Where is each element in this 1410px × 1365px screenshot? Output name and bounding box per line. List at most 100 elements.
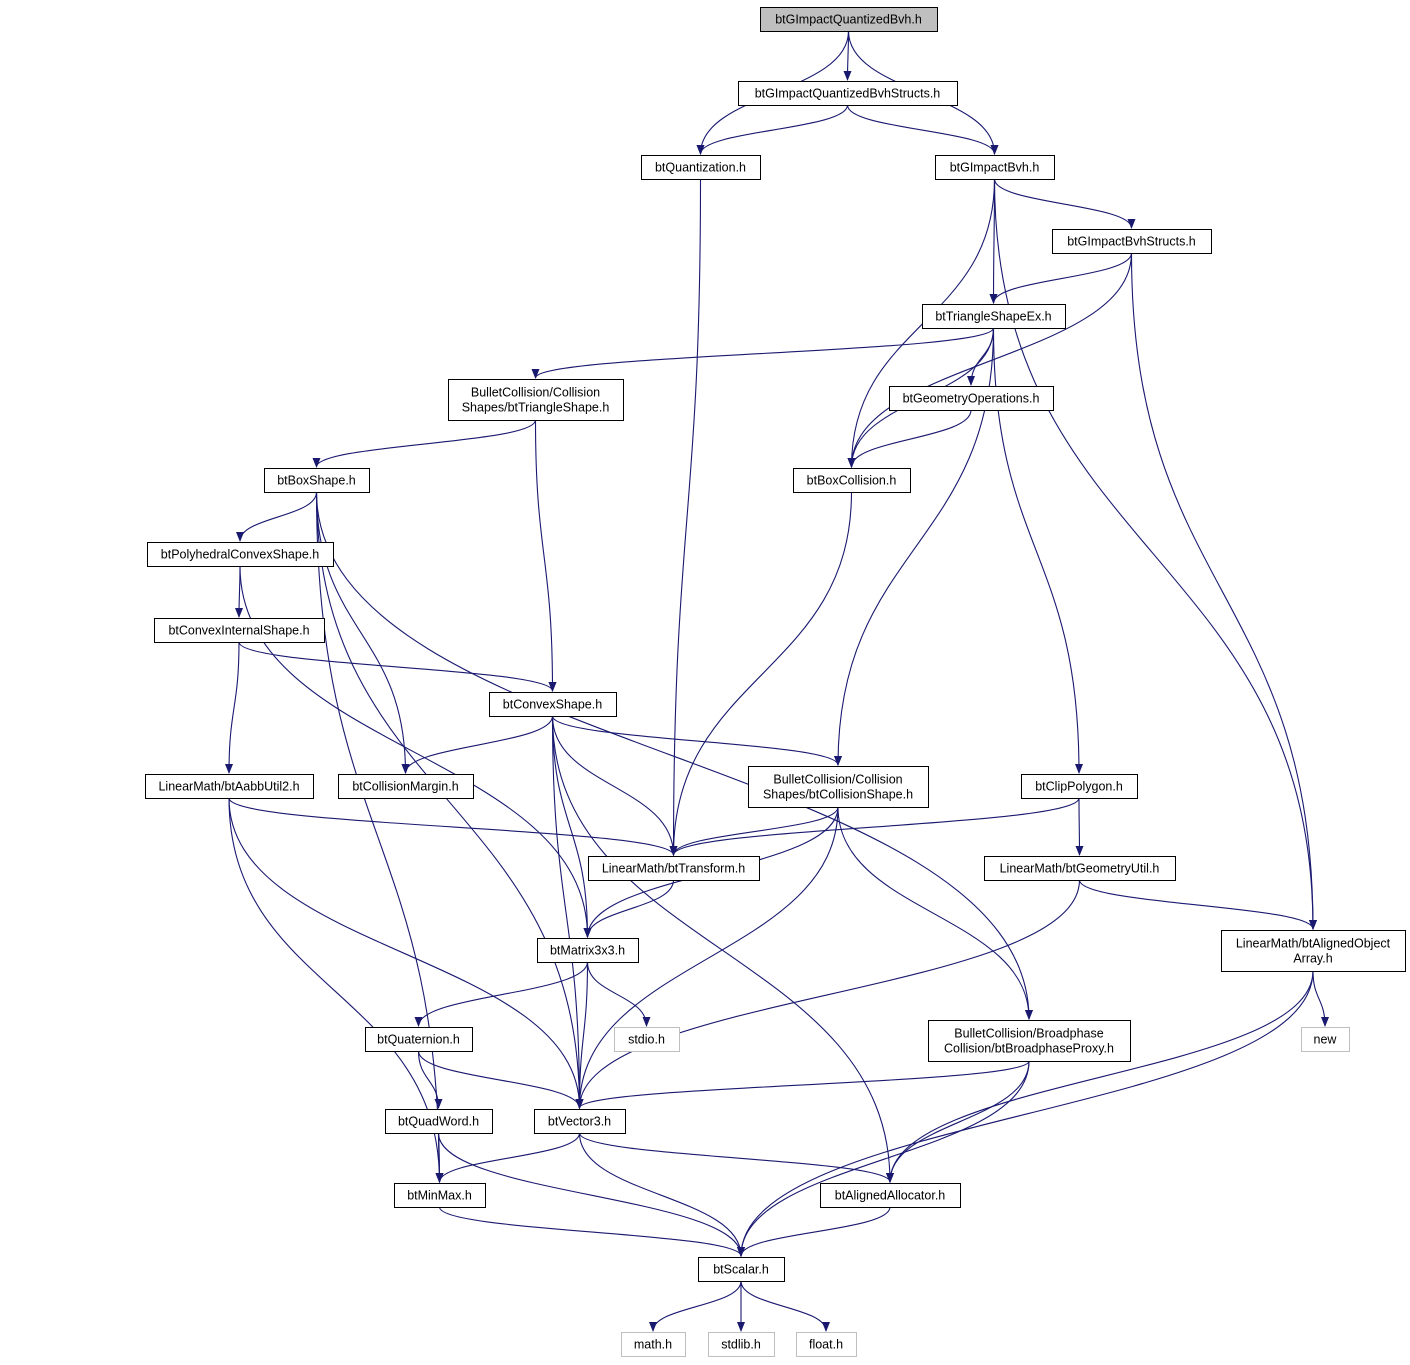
edge-line [417,1050,584,1109]
node-gbstr[interactable]: btGImpactBvhStructs.h [1052,229,1212,254]
edge-line [228,797,678,856]
node-box [1052,229,1212,254]
node-boxsh[interactable]: btBoxShape.h [264,468,370,493]
node-geou[interactable]: LinearMath/btGeometryUtil.h [984,856,1176,881]
node-float: float.h [796,1332,857,1357]
edge-clip-to-xform [669,797,1080,856]
node-box [489,692,617,717]
edge-line [315,491,410,774]
edge-line [551,715,584,1109]
edge-cint-to-cvx [238,641,557,692]
node-box [338,774,474,799]
edge-colsh-to-bproxy [837,806,1033,1020]
edge-mat-to-vec3 [575,961,589,1109]
node-label: LinearMath/btTransform.h [602,862,745,876]
node-label: btTriangleShapeEx.h [935,310,1051,324]
node-box [889,386,1054,411]
node-xform[interactable]: LinearMath/btTransform.h [588,856,760,881]
edge-cint-to-aabb [225,641,240,774]
node-label: Array.h [1293,952,1332,966]
node-alloc[interactable]: btAlignedAllocator.h [820,1183,961,1208]
node-bproxy[interactable]: BulletCollision/BroadphaseCollision/btBr… [928,1020,1131,1062]
node-box [537,938,639,963]
node-label: btGImpactBvh.h [950,161,1040,175]
node-minmax[interactable]: btMinMax.h [394,1183,486,1208]
edge-boxsh-to-minmax [315,491,444,1183]
edge-line [837,806,1033,1020]
node-gbvh[interactable]: btGImpactBvh.h [935,155,1055,180]
node-label: btBoxShape.h [277,474,356,488]
node-qstr[interactable]: btGImpactQuantizedBvhStructs.h [738,81,958,106]
edge-line [417,1050,443,1109]
node-label: btMatrix3x3.h [550,944,625,958]
node-label: LinearMath/btGeometryUtil.h [1000,862,1160,876]
node-root[interactable]: btGImpactQuantizedBvh.h [760,7,938,32]
edge-line [225,641,240,774]
edge-line [531,327,995,379]
edge-geoops-to-boxcol [847,409,972,468]
edge-bproxy-to-vec3 [575,1060,1030,1109]
edge-bproxy-to-alloc [886,1060,1030,1183]
node-label: btQuantization.h [655,161,746,175]
edge-quat-to-qword [417,1050,443,1109]
edge-gbvh-to-aoa [993,178,1317,930]
node-label: btConvexInternalShape.h [168,624,309,638]
node-margin[interactable]: btCollisionMargin.h [338,774,474,799]
node-label: btCollisionMargin.h [352,780,458,794]
node-cvx[interactable]: btConvexShape.h [489,692,617,717]
edge-gbstr-to-aoa [1130,252,1317,930]
edge-line [551,715,678,856]
node-box [394,1183,486,1208]
node-math: math.h [621,1332,686,1357]
edge-line [315,491,1033,1020]
edge-line [414,961,589,1027]
edge-trish-to-boxsh [312,419,537,468]
edge-line [669,178,702,856]
node-aabb[interactable]: LinearMath/btAabbUtil2.h [145,774,314,799]
node-geoops[interactable]: btGeometryOperations.h [889,386,1054,411]
node-mat[interactable]: btMatrix3x3.h [537,938,639,963]
node-vec3[interactable]: btVector3.h [534,1109,626,1134]
node-boxcol[interactable]: btBoxCollision.h [793,468,911,493]
node-stdio: stdio.h [614,1027,680,1052]
edge-line [578,1132,894,1183]
node-cint[interactable]: btConvexInternalShape.h [154,618,325,643]
node-qword[interactable]: btQuadWord.h [385,1109,493,1134]
edge-quat-to-vec3 [417,1050,584,1109]
node-trish[interactable]: BulletCollision/CollisionShapes/btTriang… [448,379,624,421]
node-stdlib: stdlib.h [708,1332,775,1357]
node-box [928,1020,1131,1062]
edge-cvx-to-margin [401,715,554,774]
edge-line [437,1132,745,1257]
node-label: btClipPolygon.h [1035,780,1123,794]
edge-alloc-to-scalar [737,1206,891,1257]
node-box [760,7,938,32]
edge-mat-to-quat [414,961,589,1027]
edge-scalar-to-float [740,1280,830,1332]
edge-tsex-to-trish [531,327,995,379]
node-label: btPolyhedralConvexShape.h [161,548,319,562]
node-clip[interactable]: btClipPolygon.h [1021,774,1138,799]
edge-line [435,1132,581,1183]
node-tsex[interactable]: btTriangleShapeEx.h [922,304,1066,329]
node-box [820,1183,961,1208]
edge-line [228,797,584,1109]
edge-aoa-to-alloc [886,970,1314,1183]
node-scalar[interactable]: btScalar.h [698,1257,785,1282]
edge-line [551,715,894,1183]
node-box [1301,1027,1350,1052]
node-quant[interactable]: btQuantization.h [641,155,761,180]
node-quat[interactable]: btQuaternion.h [365,1027,473,1052]
edge-line [315,491,584,1109]
node-poly[interactable]: btPolyhedralConvexShape.h [147,542,334,567]
edge-line [578,1132,745,1257]
node-label: btGeometryOperations.h [903,392,1040,406]
edge-line [737,970,1314,1257]
node-colsh[interactable]: BulletCollision/CollisionShapes/btCollis… [748,766,929,808]
node-box [588,856,760,881]
edge-line [846,104,999,155]
node-box [621,1332,686,1357]
edge-line [551,715,842,766]
edge-line [534,419,557,692]
